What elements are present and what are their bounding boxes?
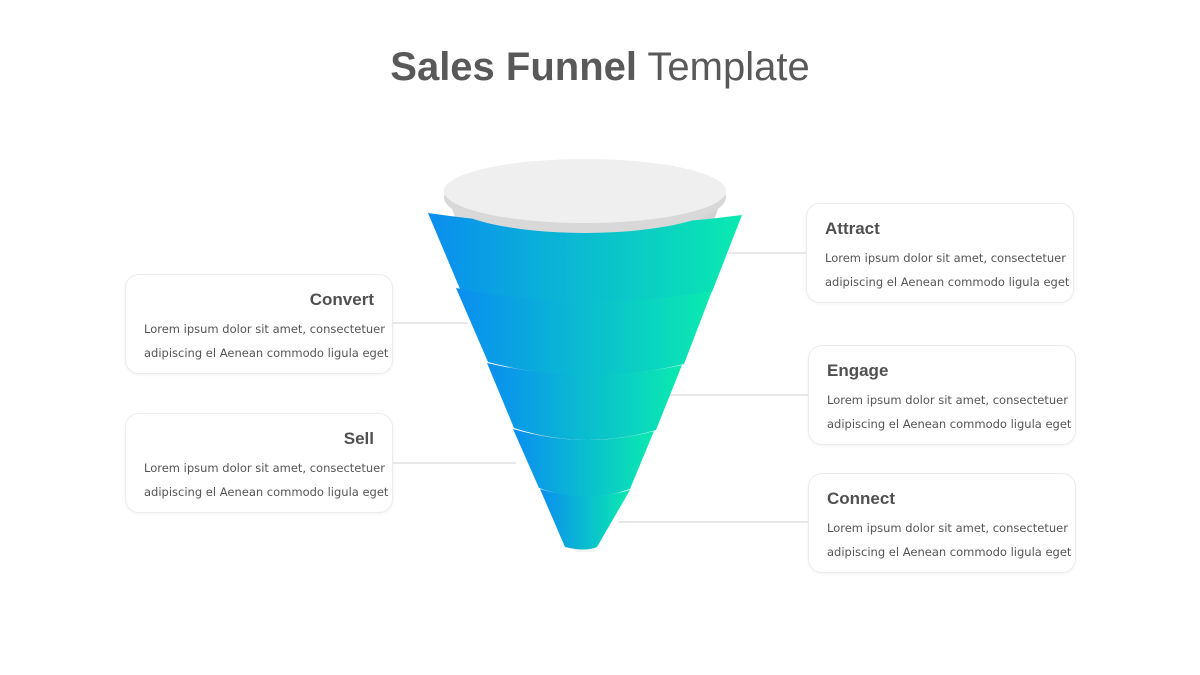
title-light: Template [637,45,810,89]
card-title-sell: Sell [343,429,374,448]
card-text-convert-1: Lorem ipsum dolor sit amet, consectetuer [144,322,385,336]
card-text-engage-2: adipiscing el Aenean commodo ligula eget [827,417,1072,431]
card-sell: Sell Lorem ipsum dolor sit amet, consect… [125,413,393,513]
funnel-band-1 [428,213,742,305]
card-text-attract-1: Lorem ipsum dolor sit amet, consectetuer [825,251,1066,265]
card-engage: Engage Lorem ipsum dolor sit amet, conse… [808,345,1076,445]
card-text-attract-2: adipiscing el Aenean commodo ligula eget [825,275,1070,289]
funnel-top-rim [444,159,726,223]
card-title-connect: Connect [827,489,895,508]
card-text-engage-1: Lorem ipsum dolor sit amet, consectetuer [827,393,1068,407]
funnel-band-2 [456,288,712,376]
card-connect: Connect Lorem ipsum dolor sit amet, cons… [808,473,1076,573]
page-title: Sales Funnel Template [0,42,1200,92]
card-text-connect-1: Lorem ipsum dolor sit amet, consectetuer [827,521,1068,535]
card-convert: Convert Lorem ipsum dolor sit amet, cons… [125,274,393,374]
card-text-sell-1: Lorem ipsum dolor sit amet, consectetuer [144,461,385,475]
title-bold: Sales Funnel [390,45,638,89]
funnel-band-3 [487,363,682,441]
card-title-engage: Engage [827,361,889,380]
card-text-sell-2: adipiscing el Aenean commodo ligula eget [144,485,389,499]
funnel-band-4 [513,429,654,497]
card-text-convert-2: adipiscing el Aenean commodo ligula eget [144,346,389,360]
funnel-band-5 [540,489,630,550]
card-attract: Attract Lorem ipsum dolor sit amet, cons… [806,203,1074,303]
card-text-connect-2: adipiscing el Aenean commodo ligula eget [827,545,1072,559]
card-title-convert: Convert [309,290,374,309]
card-title-attract: Attract [825,219,880,238]
